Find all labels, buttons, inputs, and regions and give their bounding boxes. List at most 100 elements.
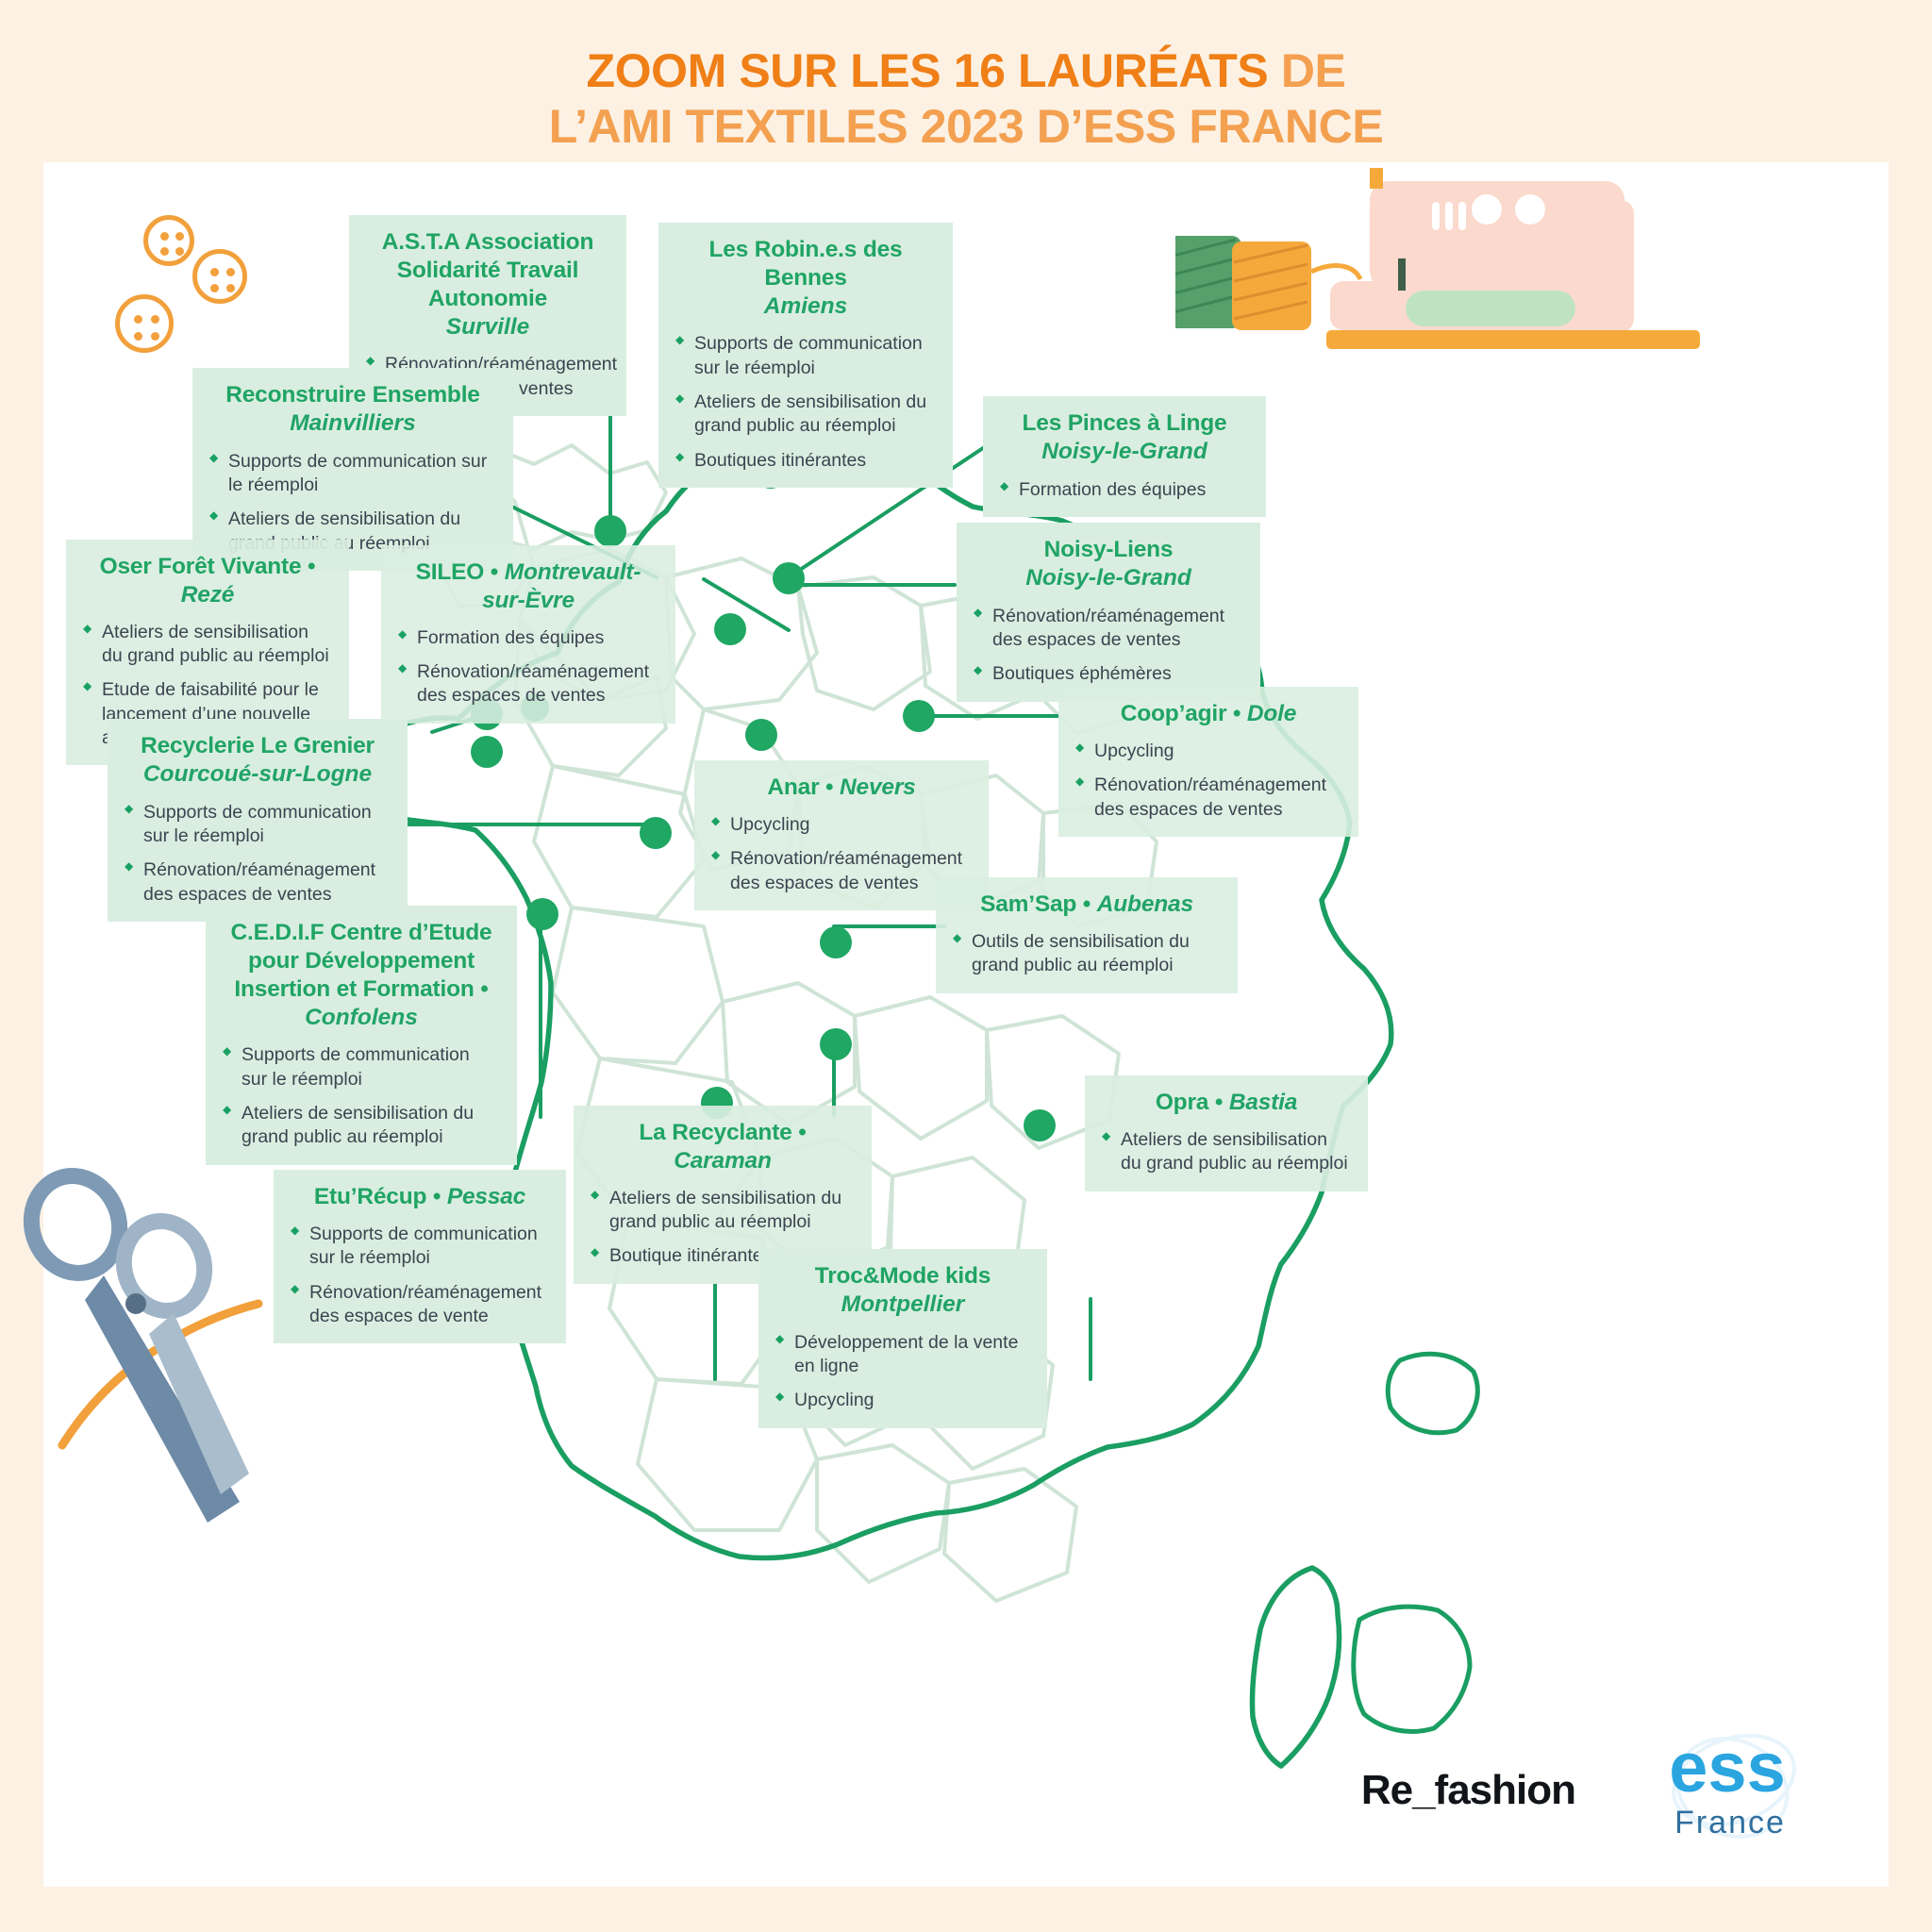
card-samsap[interactable]: Sam’Sap • Aubenas Outils de sensibilisat… (936, 877, 1238, 993)
card-anar-bullets: Upcycling Rénovation/réaménagement des e… (711, 813, 972, 895)
list-item: Supports de communication sur le réemplo… (125, 801, 391, 849)
card-anar-name: Anar (767, 774, 820, 800)
list-item: Upcycling (1075, 740, 1341, 763)
button-hole (210, 284, 219, 292)
card-grenier-title: Recyclerie Le Grenier (141, 733, 375, 758)
card-coopagir[interactable]: Coop’agir • Dole Upcycling Rénovation/ré… (1058, 687, 1358, 837)
card-oser[interactable]: Oser Forêt Vivante • Rezé Ateliers de se… (66, 540, 349, 766)
logo-row: Re_fashion ess France (1360, 1728, 1826, 1847)
card-reconstruire-bullets: Supports de communication sur le réemplo… (209, 450, 496, 556)
list-item: Upcycling (711, 813, 972, 837)
list-item: Supports de communication sur le réemplo… (223, 1043, 500, 1091)
list-item: Ateliers de sensibilisation du grand pub… (223, 1102, 500, 1150)
card-asta-title: A.S.T.A Association Solidarité Travail A… (381, 229, 594, 311)
list-item: Upcycling (775, 1389, 1030, 1412)
refashion-logo: Re_fashion (1360, 1766, 1576, 1813)
card-oser-city: Rezé (180, 581, 235, 608)
card-robines[interactable]: Les Robin.e.s des Bennes Amiens Supports… (658, 223, 953, 489)
card-trocmode-title: Troc&Mode kids (814, 1263, 991, 1289)
card-coopagir-title: Coop’agir • Dole (1120, 701, 1297, 726)
card-opra[interactable]: Opra • Bastia Ateliers de sensibilisatio… (1085, 1075, 1368, 1191)
list-item: Rénovation/réaménagement des espaces de … (291, 1281, 549, 1329)
card-sileo-bullets: Formation des équipes Rénovation/réaména… (398, 626, 658, 708)
card-trocmode[interactable]: Troc&Mode kids Montpellier Développement… (758, 1249, 1047, 1428)
card-samsap-title: Sam’Sap • Aubenas (980, 891, 1193, 917)
button-hole (151, 332, 159, 341)
card-eturecup-city: Pessac (446, 1184, 526, 1209)
card-pinces-bullets: Formation des équipes (1000, 478, 1249, 502)
card-grenier-city: Courcoué-sur-Logne (142, 760, 373, 787)
card-eturecup[interactable]: Etu’Récup • Pessac Supports de communica… (274, 1170, 566, 1344)
map-dot-sileo[interactable] (714, 613, 746, 645)
list-item: Boutique itinérante (591, 1244, 855, 1268)
map-dot-grenier[interactable] (471, 736, 503, 768)
card-noisyliens-city: Noisy-le-Grand (1025, 564, 1191, 591)
button-hole (175, 247, 184, 256)
card-grenier[interactable]: Recyclerie Le Grenier Courcoué-sur-Logne… (108, 719, 408, 922)
title-line-1: ZOOM SUR LES 16 LAURÉATS DE (0, 43, 1932, 99)
card-coopagir-city: Dole (1246, 701, 1297, 726)
button-decoration-3 (115, 294, 174, 353)
button-hole (226, 268, 235, 276)
list-item: Développement de la vente en ligne (775, 1331, 1030, 1379)
list-item: Formation des équipes (1000, 478, 1249, 502)
button-decoration-2 (192, 249, 247, 304)
list-item: Supports de communication sur le réemplo… (291, 1223, 549, 1271)
card-samsap-bullets: Outils de sensibilisation du grand publi… (953, 930, 1221, 978)
list-item: Rénovation/réaménagement des espaces de … (125, 858, 391, 907)
list-item: Boutiques éphémères (974, 662, 1243, 686)
card-samsap-name: Sam’Sap (980, 891, 1077, 917)
card-recyclante-bullets: Ateliers de sensibilisation du grand pub… (591, 1187, 855, 1269)
list-item: Ateliers de sensibilisation du grand pub… (591, 1187, 855, 1235)
card-recyclante[interactable]: La Recyclante • Caraman Ateliers de sens… (574, 1106, 872, 1284)
scissors-illustration (23, 1168, 263, 1523)
card-noisyliens-bullets: Rénovation/réaménagement des espaces de … (974, 605, 1243, 687)
map-dot-coopagir[interactable] (903, 700, 935, 732)
card-eturecup-bullets: Supports de communication sur le réemplo… (291, 1223, 549, 1328)
card-pinces-title: Les Pinces à Linge (1022, 410, 1227, 436)
card-noisyliens-title: Noisy-Liens (1043, 537, 1174, 562)
card-coopagir-bullets: Upcycling Rénovation/réaménagement des e… (1075, 740, 1341, 822)
svg-text:France: France (1674, 1805, 1786, 1840)
card-eturecup-name: Etu’Récup (313, 1184, 427, 1209)
button-hole (210, 268, 219, 276)
map-dot-anar[interactable] (745, 719, 777, 751)
map-dot-eturecup[interactable] (526, 898, 558, 930)
card-trocmode-city: Montpellier (841, 1291, 965, 1317)
card-reconstruire[interactable]: Reconstruire Ensemble Mainvilliers Suppo… (192, 368, 513, 571)
map-dot-opra[interactable] (1024, 1109, 1056, 1141)
button-decoration-1 (143, 215, 194, 266)
title-line-2: L’AMI TEXTILES 2023 D’ESS FRANCE (548, 100, 1384, 153)
list-item: Outils de sensibilisation du grand publi… (953, 930, 1221, 978)
card-pinces[interactable]: Les Pinces à Linge Noisy-le-Grand Format… (983, 396, 1266, 517)
card-pinces-city: Noisy-le-Grand (1041, 438, 1208, 464)
card-cedif-title: C.E.D.I.F Centre d’Etude pour Développem… (230, 920, 492, 1002)
button-hole (151, 315, 159, 324)
card-sileo[interactable]: SILEO • Montrevault-sur-Èvre Formation d… (381, 545, 675, 724)
card-eturecup-title: Etu’Récup • Pessac (313, 1184, 526, 1209)
list-item: Formation des équipes (398, 626, 658, 650)
map-dot-pinces[interactable] (773, 562, 805, 594)
card-reconstruire-city: Mainvilliers (290, 409, 416, 436)
list-item: Boutiques itinérantes (675, 449, 936, 473)
card-trocmode-bullets: Développement de la vente en ligne Upcyc… (775, 1331, 1030, 1413)
card-robines-city: Amiens (763, 292, 848, 319)
page-title: ZOOM SUR LES 16 LAURÉATS DE L’AMI TEXTIL… (0, 43, 1932, 155)
card-anar-title: Anar • Nevers (767, 774, 916, 800)
map-dot-trocmode[interactable] (820, 1028, 852, 1060)
button-hole (160, 247, 169, 256)
card-sileo-title: SILEO • Montrevault-sur-Èvre (415, 559, 641, 613)
card-cedif[interactable]: C.E.D.I.F Centre d’Etude pour Développem… (206, 906, 517, 1165)
card-grenier-bullets: Supports de communication sur le réemplo… (125, 801, 391, 907)
map-dot-asta[interactable] (594, 515, 626, 547)
button-hole (160, 232, 169, 241)
map-dot-samsap[interactable] (820, 926, 852, 958)
list-item: Supports de communication sur le réemplo… (675, 332, 936, 380)
button-hole (226, 284, 235, 292)
card-opra-bullets: Ateliers de sensibilisation du grand pub… (1102, 1128, 1351, 1176)
card-asta-city: Surville (445, 313, 530, 340)
button-hole (134, 332, 142, 341)
card-noisyliens[interactable]: Noisy-Liens Noisy-le-Grand Rénovation/ré… (957, 523, 1260, 702)
card-recyclante-city: Caraman (674, 1147, 772, 1174)
map-dot-cedif[interactable] (640, 817, 672, 849)
